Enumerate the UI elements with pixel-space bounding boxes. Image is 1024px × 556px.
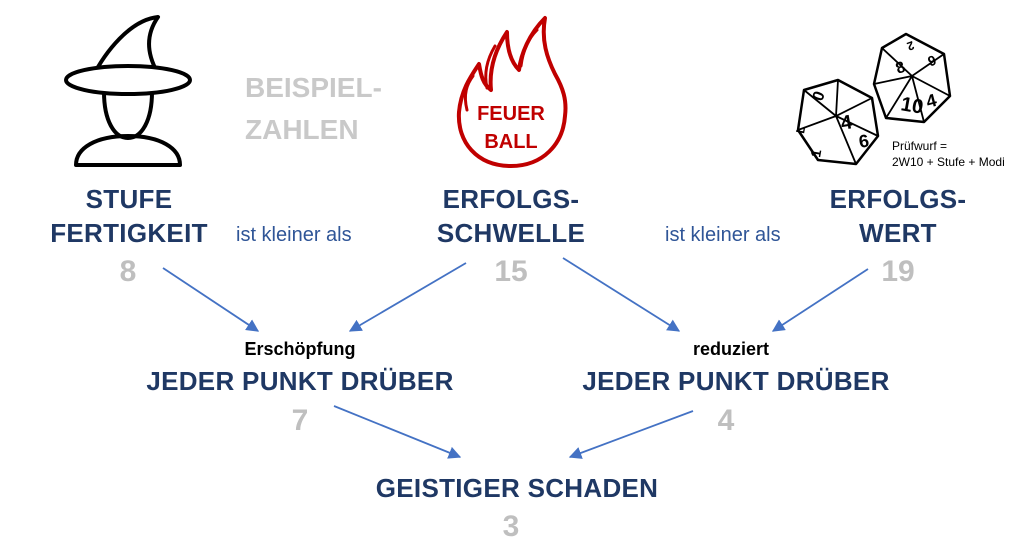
middle-right-value: 4 <box>717 404 735 437</box>
node-erfolgsschwelle: ERFOLGS- SCHWELLE <box>416 182 606 250</box>
middle-left-caption: Erschöpfung <box>244 339 356 359</box>
die-left-face-2: 4 <box>839 111 855 135</box>
relation-left: ist kleiner als <box>236 224 352 246</box>
bottom-title: GEISTIGER SCHADEN <box>375 473 659 503</box>
d10-die-right: 8 10 4 6 2 <box>872 32 952 124</box>
die-left-face-4: 1 <box>807 148 824 159</box>
dice-icon: 8 10 4 6 2 0 4 6 1 L <box>794 32 952 166</box>
die-left-face-3: 6 <box>857 131 870 152</box>
check-note: Prüfwurf = 2W10 + Stufe + Modi <box>892 138 1005 170</box>
arrow-schwelle-to-erschoepfung <box>348 262 467 332</box>
node-wert-title-line-1: ERFOLGS- <box>829 184 967 214</box>
node-stufe-value: 8 <box>119 255 137 288</box>
die-left-face-5: L <box>794 125 808 135</box>
fireball-icon: FEUER BALL <box>456 16 568 168</box>
d10-die-left: 0 4 6 1 L <box>794 78 880 166</box>
sample-label-line-2: ZAHLEN <box>245 114 359 145</box>
node-stufe-title-line-1: STUFE <box>85 184 173 214</box>
node-stufe-fertigkeit: STUFE FERTIGKEIT <box>34 182 224 250</box>
middle-right-title: JEDER PUNKT DRÜBER <box>582 366 890 396</box>
node-wert-value: 19 <box>881 255 915 288</box>
node-schwelle-title-line-1: ERFOLGS- <box>442 184 580 214</box>
node-stufe-title-line-2: FERTIGKEIT <box>50 218 208 248</box>
arrow-stufe-to-erschoepfung <box>162 267 260 332</box>
fireball-text-line-1: FEUER <box>477 103 545 125</box>
fireball-text-line-2: BALL <box>484 131 537 153</box>
middle-right-caption: reduziert <box>692 339 770 359</box>
relation-right: ist kleiner als <box>665 224 781 246</box>
arrow-right-to-schaden <box>568 410 694 459</box>
die-right-face-3: 4 <box>924 90 939 112</box>
check-note-line-2: 2W10 + Stufe + Modi <box>892 155 1005 169</box>
node-erfolgswert: ERFOLGS- WERT <box>803 182 993 250</box>
middle-left-value: 7 <box>291 404 309 437</box>
middle-left-title: JEDER PUNKT DRÜBER <box>146 366 454 396</box>
arrow-wert-to-reduziert <box>771 268 869 332</box>
check-note-line-1: Prüfwurf = <box>892 139 948 153</box>
sample-label-line-1: BEISPIEL- <box>245 72 382 103</box>
sample-label: BEISPIEL- ZAHLEN <box>245 67 382 151</box>
arrow-left-to-schaden <box>333 405 462 459</box>
die-right-face-2: 10 <box>899 93 925 119</box>
bottom-value: 3 <box>502 510 520 543</box>
node-schwelle-title-line-2: SCHWELLE <box>436 218 586 248</box>
arrow-schwelle-to-reduziert <box>562 257 681 332</box>
node-schwelle-value: 15 <box>494 255 528 288</box>
wizard-icon <box>64 15 192 167</box>
node-wert-title-line-2: WERT <box>859 218 937 248</box>
die-right-face-5: 2 <box>905 38 916 54</box>
